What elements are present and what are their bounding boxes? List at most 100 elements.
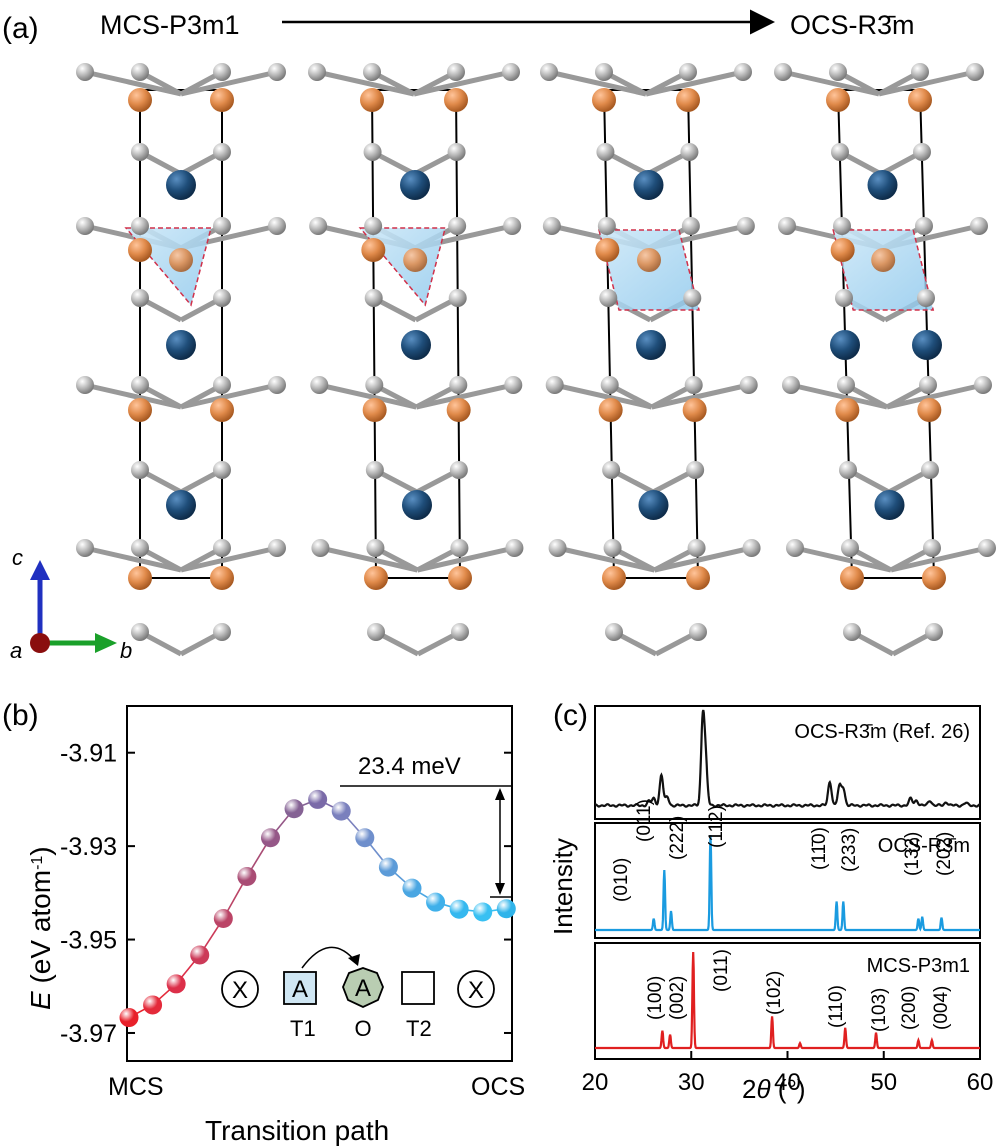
copper-atom <box>128 238 152 262</box>
metal-atom <box>401 330 431 360</box>
hkl-label: (100) <box>645 976 666 1020</box>
energy-point <box>237 866 257 886</box>
sulfur-atom <box>925 623 943 641</box>
sulfur-atom <box>684 376 703 394</box>
sulfur-atom <box>213 461 231 479</box>
bond <box>557 545 656 573</box>
bond <box>316 69 415 97</box>
sulfur-atom <box>782 376 800 394</box>
sulfur-atom <box>213 376 231 394</box>
x-tick-label: 20 <box>582 1069 609 1096</box>
metal-atom <box>400 170 430 200</box>
x-tick-label: 30 <box>678 1069 705 1096</box>
metal-atom <box>636 330 666 360</box>
structure-1 <box>76 63 286 657</box>
sulfur-atom <box>363 143 382 161</box>
structure-3 <box>540 63 761 657</box>
energy-point <box>284 799 304 819</box>
sulfur-atom <box>734 63 752 81</box>
hkl-label: (011) <box>634 799 655 842</box>
sulfur-atom <box>540 63 558 81</box>
o-site <box>342 967 384 1008</box>
xrd-line <box>595 951 980 1050</box>
svg-text:X: X <box>468 977 484 1004</box>
sulfur-atom <box>131 63 149 81</box>
hkl-label: (103) <box>869 988 890 1032</box>
copper-atom <box>840 566 864 590</box>
bonds <box>548 69 753 657</box>
sulfur-atom <box>503 217 522 235</box>
sulfur-atom <box>923 539 941 557</box>
sulfur-atom <box>450 539 469 557</box>
copper-atom <box>835 398 860 422</box>
sulfur-atom <box>542 217 561 235</box>
copper-atom <box>830 238 855 262</box>
axis-b-label: b <box>120 638 132 663</box>
xrd-line <box>594 709 981 808</box>
sulfur-atom <box>268 539 286 557</box>
sulfur-atom <box>778 217 796 235</box>
axis-a-label: a <box>10 638 22 663</box>
bond <box>180 69 278 97</box>
copper-atom <box>908 88 932 112</box>
bond <box>319 545 418 573</box>
energy-curve <box>119 789 516 1028</box>
bond <box>654 545 753 573</box>
x-tick-label: 60 <box>967 1069 994 1096</box>
sulfur-atom <box>595 63 613 81</box>
energy-point <box>378 857 398 877</box>
plot-c-frame-top <box>594 705 981 820</box>
bond <box>878 69 976 97</box>
x-site-left <box>221 970 259 1008</box>
copper-atom <box>128 88 152 112</box>
sulfur-atom <box>921 461 939 479</box>
sulfur-atom <box>451 623 469 641</box>
copper-atom <box>595 238 620 262</box>
energy-point <box>473 902 493 922</box>
hkl-label: (010) <box>611 858 632 902</box>
sulfur-atom <box>365 461 384 479</box>
sulfur-atom <box>449 461 468 479</box>
sulfur-atom <box>545 376 564 394</box>
copper-atom <box>362 398 387 422</box>
sulfur-atom <box>681 217 700 235</box>
x-tick-label: 40 <box>774 1069 801 1096</box>
atoms <box>308 63 524 641</box>
sulfur-atom <box>447 143 466 161</box>
axis-c-label: c <box>12 545 23 570</box>
sulfur-atom <box>603 539 622 557</box>
bond <box>415 382 514 410</box>
copper-atom <box>360 88 384 112</box>
metal-atom <box>830 330 860 360</box>
sulfur-atom <box>505 539 524 557</box>
series-label-ocs: OCS-R3̄m <box>878 835 970 857</box>
sulfur-atom <box>76 539 94 557</box>
energy-point <box>260 828 280 848</box>
hkl-label: (110) <box>826 985 847 1028</box>
sulfur-atom <box>131 289 149 307</box>
copper-atom <box>826 88 850 112</box>
t1-label: T1 <box>290 1016 316 1041</box>
sulfur-atom <box>970 217 988 235</box>
xrd-series-2 <box>595 834 980 932</box>
copper-atom <box>592 88 616 112</box>
sulfur-atom <box>310 376 329 394</box>
bond <box>782 69 880 97</box>
panel-a: (a) MCS-P3m1 OCS-R3̄m c a b <box>2 9 996 663</box>
metal-atom <box>633 170 664 200</box>
sulfur-atom <box>448 217 467 235</box>
bond <box>548 69 647 97</box>
atoms <box>774 63 996 641</box>
metal-atom <box>638 490 669 520</box>
c-x-axis-label: 2θ (°) <box>742 1074 806 1104</box>
sulfur-atom <box>736 217 755 235</box>
sulfur-atom <box>841 539 859 557</box>
y-axis-label: E (eV atom-1) <box>25 846 56 1010</box>
copper-atom <box>444 88 468 112</box>
sulfur-atom <box>599 289 618 307</box>
bond <box>554 382 653 410</box>
sulfur-atom <box>268 376 286 394</box>
sulfur-atom <box>839 461 857 479</box>
